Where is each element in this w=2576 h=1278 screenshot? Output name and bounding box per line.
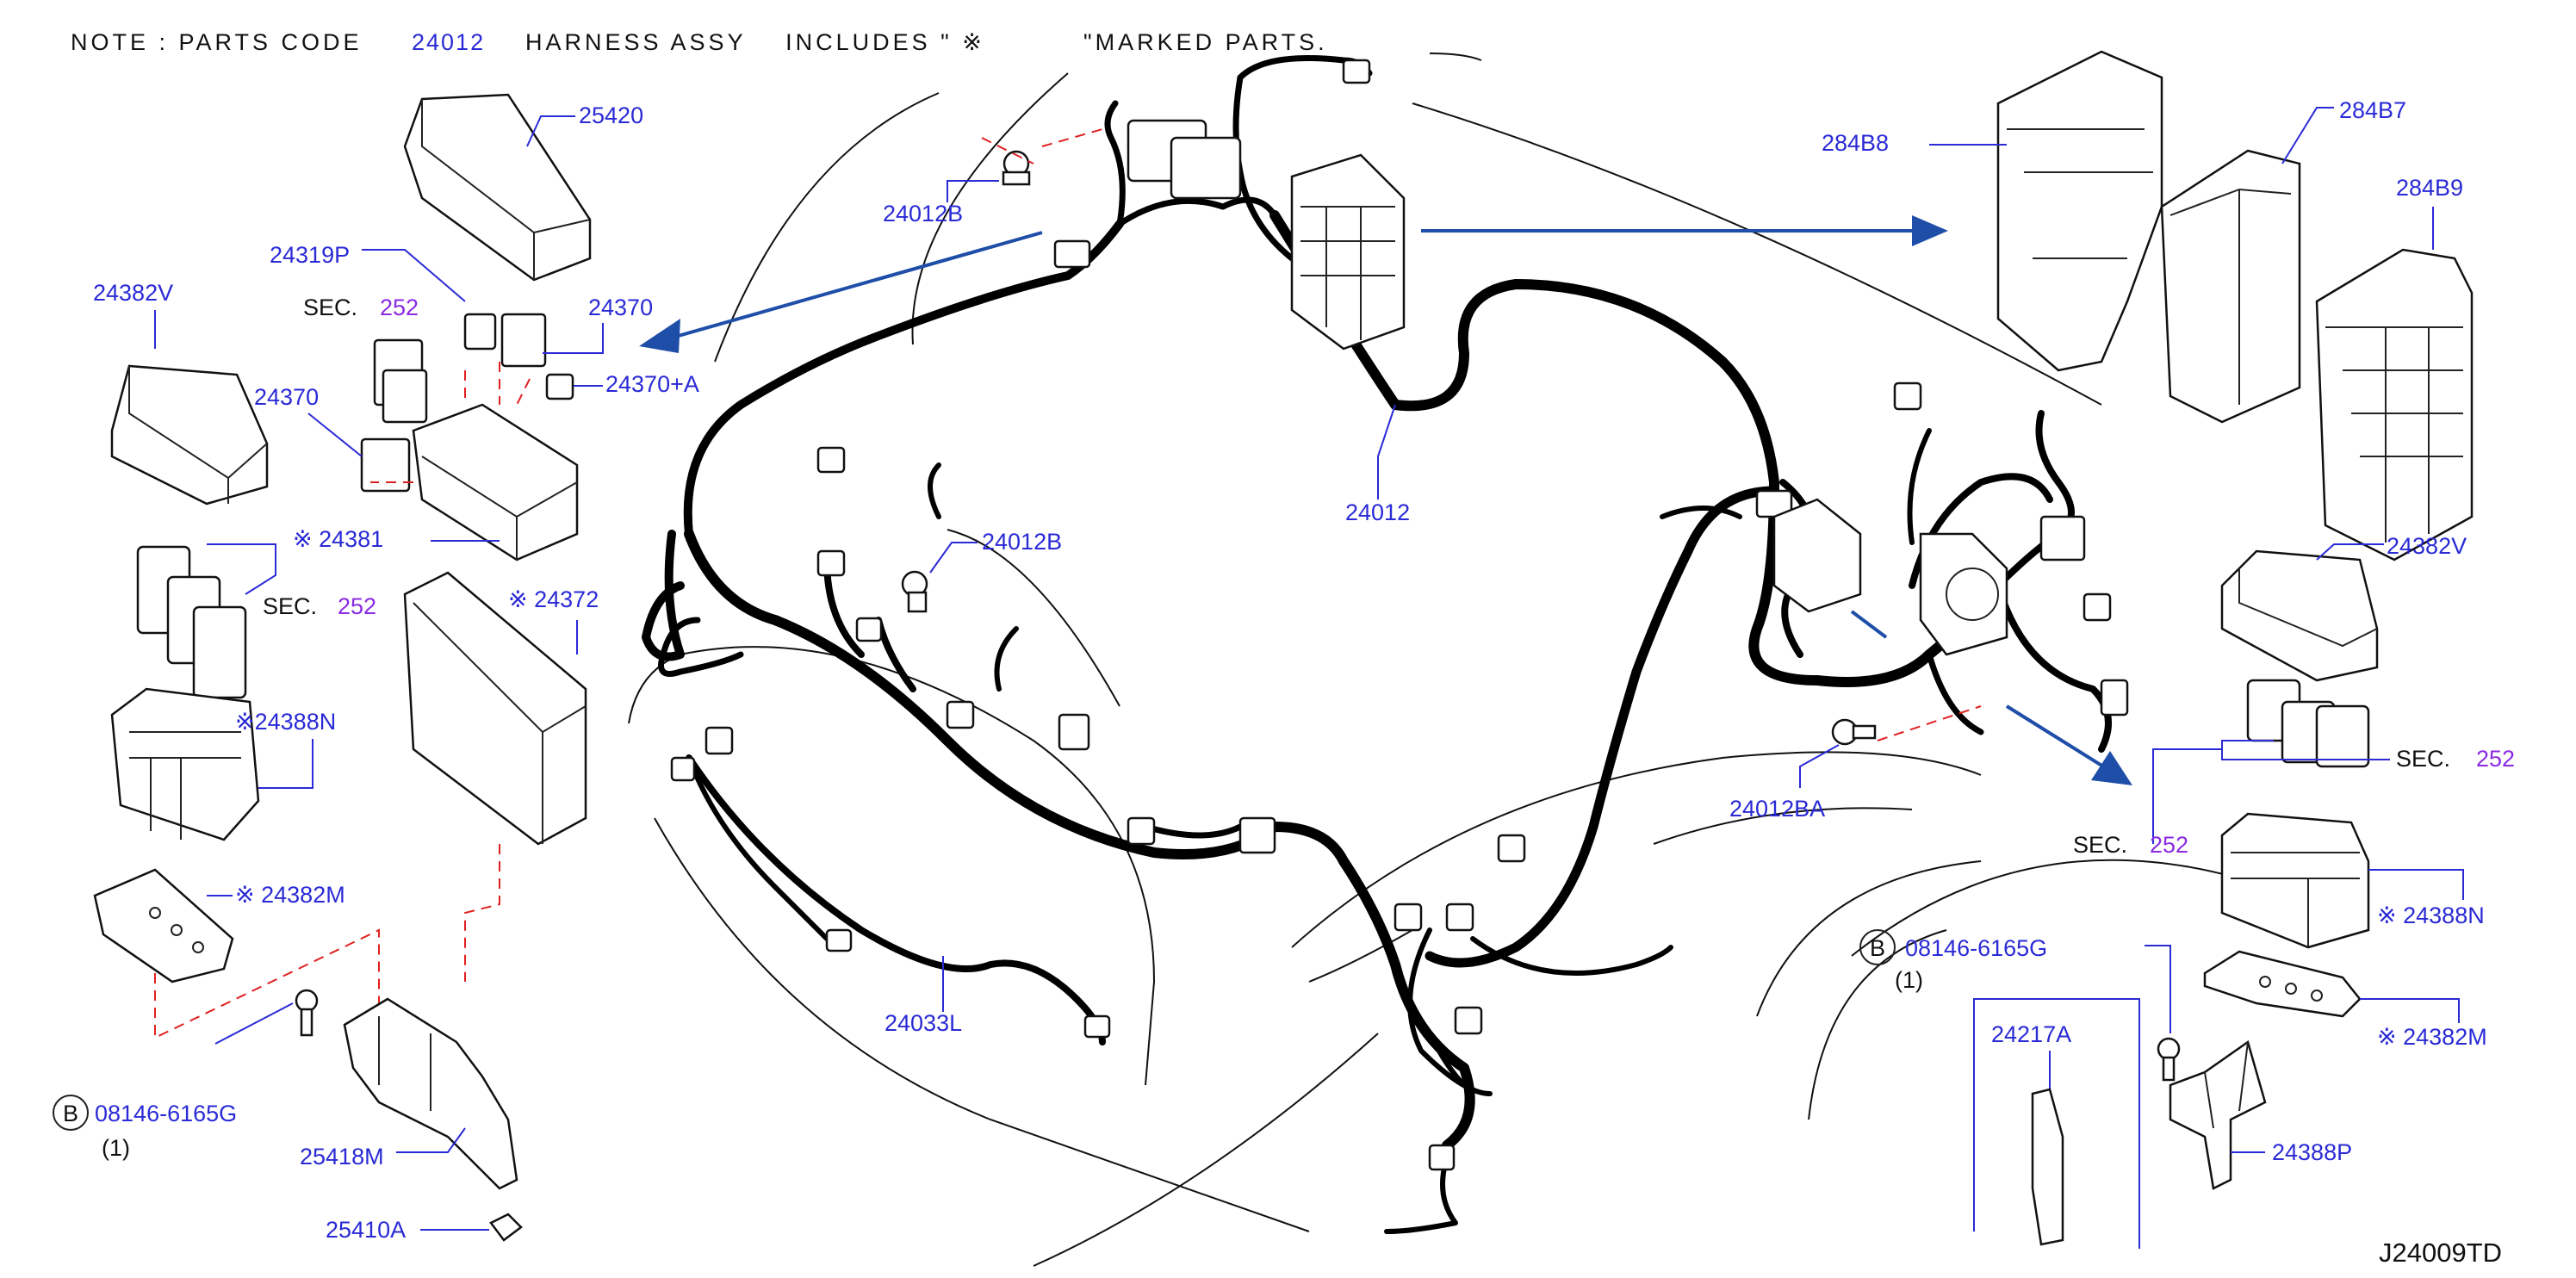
part-24319P: 24319P (270, 242, 497, 351)
label-group-24033L: 24033L (885, 956, 962, 1036)
part-24382M-right: ※ 24382M (2203, 950, 2487, 1050)
part-24372: ※ 24372 (403, 571, 599, 982)
label-24388N-right: ※ 24388N (2377, 903, 2485, 928)
vehicle-body-outline (628, 53, 2240, 1267)
part-24012BA: 24012BA (1729, 705, 1982, 822)
main-harness-24012 (642, 55, 2112, 1234)
part-bolt-right: B 08146-6165G (1) (1859, 929, 2181, 1082)
part-24388N-left: ※24388N (110, 687, 336, 841)
label-284B8: 284B8 (1822, 130, 1889, 156)
part-24381: ※ 24381 (293, 362, 579, 561)
label-24012: 24012 (1345, 499, 1410, 525)
label-284B9: 284B9 (2396, 175, 2463, 201)
part-bolt-bracket-left: B 08146-6165G (1) 25418M 25410A (53, 989, 523, 1243)
harness-module-boxes (1290, 153, 2008, 656)
sec-left-mid-num: 252 (338, 593, 376, 619)
part-25420: 25420 (403, 93, 643, 282)
sec-right-mid: SEC. (2396, 746, 2450, 772)
part-24012B-top: 24012B (883, 128, 1103, 226)
note-middle: HARNESS ASSY INCLUDES " ※ (525, 29, 985, 55)
label-24370-a: 24370 (588, 295, 653, 320)
label-24012B-top: 24012B (883, 201, 963, 226)
label-24012B-mid: 24012B (982, 529, 1062, 555)
label-284B7: 284B7 (2339, 97, 2406, 123)
label-24382M-left: ※ 24382M (235, 882, 345, 908)
label-25410A: 25410A (326, 1217, 406, 1243)
label-24012BA: 24012BA (1729, 796, 1825, 822)
part-24388N-right: ※ 24388N (2220, 812, 2485, 949)
note-suffix: "MARKED PARTS. (1083, 29, 1328, 55)
label-24372: ※ 24372 (508, 586, 599, 612)
part-24370-relays: 24370 24370 24370+A (254, 295, 699, 493)
label-24382V-right: 24382V (2387, 533, 2467, 559)
label-24319P: 24319P (270, 242, 350, 268)
label-group-24012: 24012 (1345, 404, 1410, 525)
label-24382M-right: ※ 24382M (2377, 1024, 2487, 1050)
part-24217A: 24217A (1973, 998, 2140, 1249)
bolt-right-qty: (1) (1895, 967, 1923, 993)
label-24370-b: 24370 (254, 384, 319, 410)
label-24370A: 24370+A (605, 371, 699, 397)
reference-arrows (639, 215, 2132, 785)
label-bolt-left: 08146-6165G (95, 1101, 237, 1126)
part-relay-cluster-left: SEC. 252 (136, 543, 376, 699)
sec-right-low: SEC. (2073, 832, 2127, 858)
bolt-right-circle: B (1870, 935, 1885, 961)
label-24033L: 24033L (885, 1010, 962, 1036)
part-284B7: 284B7 (2160, 97, 2406, 424)
sec-252-left-top: SEC. 252 (303, 295, 419, 320)
part-284B9: 284B9 (2315, 175, 2474, 561)
part-24382V-left: 24382V (93, 280, 269, 506)
note-prefix: NOTE : PARTS CODE (71, 29, 363, 55)
sec-right-mid-num: 252 (2476, 746, 2515, 772)
label-24382V-left: 24382V (93, 280, 173, 306)
bolt-left-circle: B (63, 1101, 78, 1126)
part-24382M-left: ※ 24382M (93, 868, 380, 1039)
sec-left-mid: SEC. (263, 593, 317, 619)
part-284B8: 284B8 (1822, 50, 2163, 372)
harness-connectors (670, 59, 2129, 1171)
label-bolt-right: 08146-6165G (1905, 935, 2047, 961)
part-relay-cluster-right: SEC. 252 SEC. 252 (2073, 679, 2515, 858)
note-code: 24012 (412, 29, 485, 55)
diagram-id: J24009TD (2379, 1238, 2502, 1268)
sec-right-low-num: 252 (2150, 832, 2188, 858)
label-24388N-left: ※24388N (235, 709, 336, 735)
part-24388P: 24388P (2169, 1039, 2352, 1190)
parts-note: NOTE : PARTS CODE 24012 HARNESS ASSY INC… (71, 29, 1328, 55)
bolt-left-qty: (1) (102, 1135, 130, 1161)
label-24388P: 24388P (2272, 1139, 2352, 1165)
part-24382V-right: 24382V (2220, 533, 2467, 682)
label-25418M: 25418M (300, 1144, 384, 1169)
sec-left-top: SEC. (303, 295, 357, 320)
part-24012B-mid: 24012B (901, 529, 1062, 613)
label-25420: 25420 (579, 102, 643, 128)
sec-left-top-num: 252 (380, 295, 419, 320)
label-24381: ※ 24381 (293, 526, 383, 552)
label-24217A: 24217A (1991, 1021, 2071, 1047)
